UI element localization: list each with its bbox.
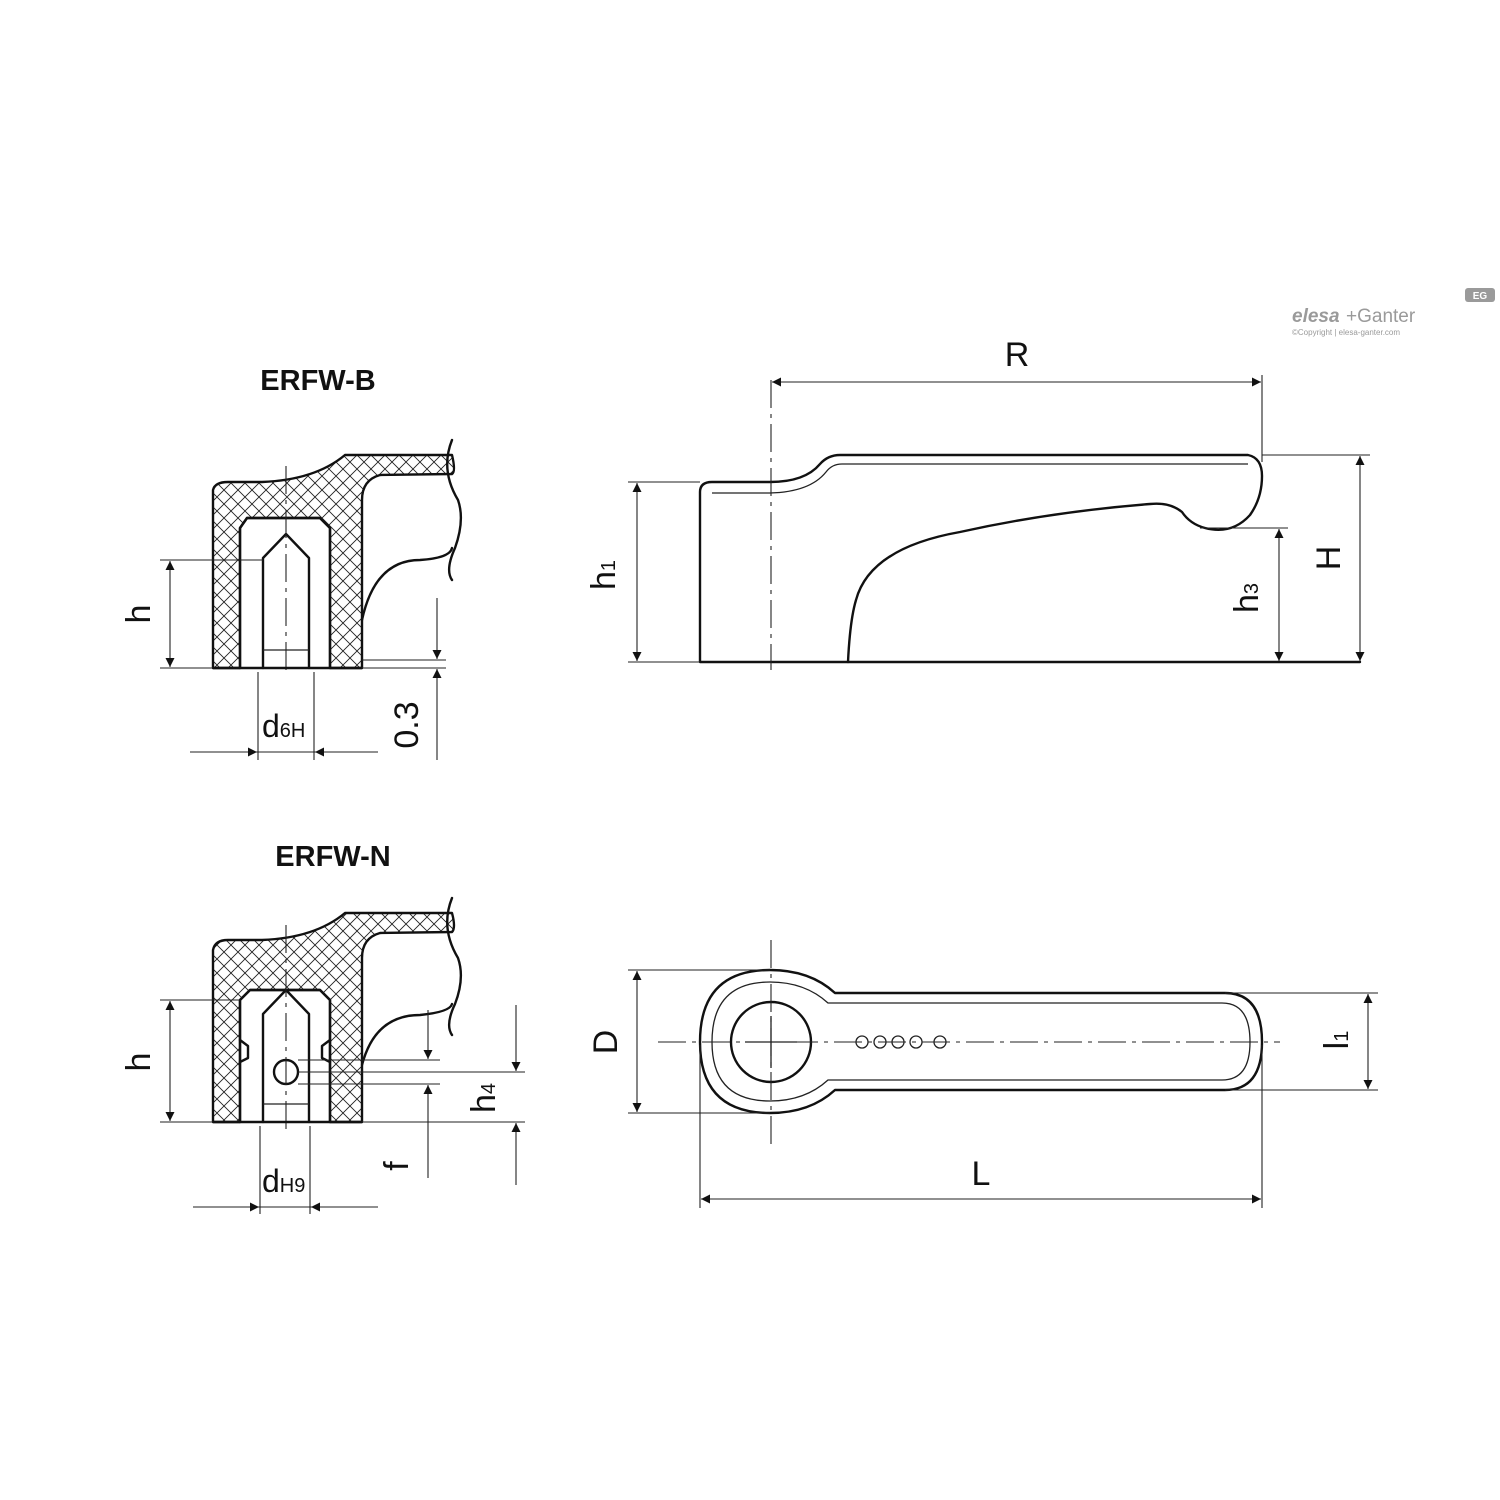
brand-badge-text: EG	[1473, 291, 1488, 302]
erfw-b-d6h-label: d6H	[262, 708, 305, 744]
erfw-n-dimensions: h dH9 f h4	[120, 999, 525, 1214]
erfw-n-lever-curve	[360, 1002, 454, 1067]
brand-badge-icon	[1465, 288, 1495, 302]
l-label: L	[972, 1155, 991, 1193]
erfw-n-break-line	[446, 896, 463, 1037]
erfw-b-offset-label: 0.3	[388, 701, 426, 748]
side-view	[698, 380, 1362, 670]
erfw-n-section	[211, 896, 463, 1130]
erfw-b-break-line	[446, 438, 463, 582]
brand-name-right: +Ganter	[1346, 306, 1416, 327]
top-view-dimensions: D l1 L	[587, 969, 1378, 1208]
erfw-n-dh9-label: dH9	[262, 1163, 305, 1199]
erfw-n-hatched-hub	[211, 911, 456, 1124]
d-label: D	[587, 1030, 625, 1055]
erfw-n-h-label: h	[120, 1053, 158, 1072]
l1-label: l1	[1318, 1031, 1356, 1050]
h3-label: h3	[1228, 583, 1266, 613]
side-view-dimensions: R h1 h3 H	[585, 336, 1370, 663]
erfw-b-lever-curve	[360, 546, 454, 622]
side-view-outline	[698, 453, 1264, 664]
h1-label: h1	[585, 560, 623, 590]
brand-copyright: ©Copyright | elesa-ganter.com	[1292, 328, 1400, 337]
erfw-b-bushing	[238, 516, 332, 670]
erfw-n-f-label: f	[378, 1161, 416, 1171]
erfw-n-title: ERFW-N	[275, 841, 390, 873]
erfw-b-h-label: h	[120, 605, 158, 624]
top-view	[658, 940, 1280, 1145]
big-h-label: H	[1310, 546, 1348, 571]
r-label: R	[1005, 336, 1030, 374]
erfw-n-groove	[238, 1038, 332, 1064]
brand-name-left: elesa	[1292, 306, 1340, 327]
erfw-b-dimensions: h d6H 0.3	[120, 559, 446, 760]
side-view-top-edge	[712, 463, 1248, 494]
erfw-n-h4-label: h4	[465, 1083, 503, 1113]
brand-logo: elesa +Ganter EG ©Copyright | elesa-gant…	[1292, 288, 1495, 337]
erfw-b-section	[211, 438, 463, 676]
top-view-inner-edge	[711, 981, 1251, 1102]
erfw-b-title: ERFW-B	[260, 365, 375, 397]
erfw-n-bushing	[238, 988, 332, 1124]
erfw-b-hatched-hub	[211, 453, 456, 670]
